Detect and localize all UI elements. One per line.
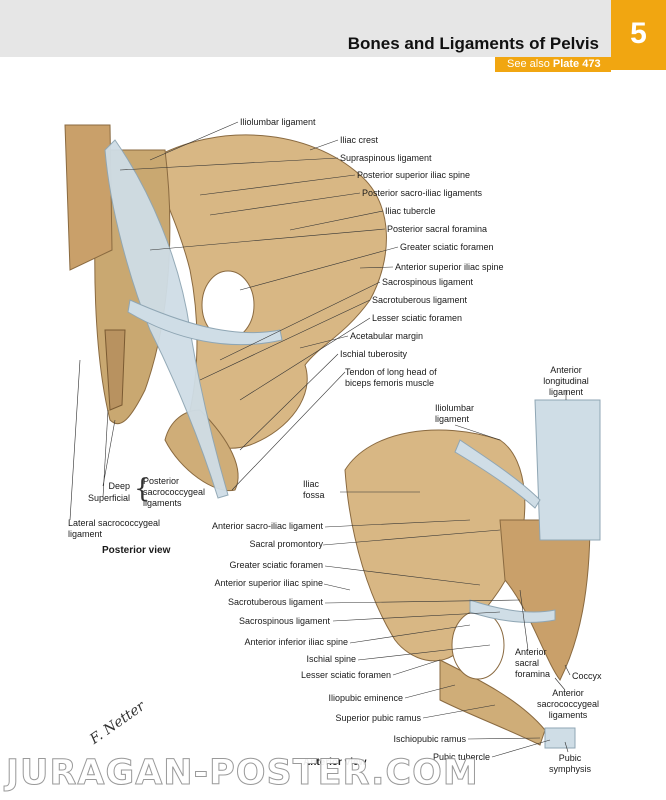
- see-also-reference[interactable]: See also Plate 473: [495, 57, 611, 72]
- watermark: JURAGAN-POSTER.COM: [6, 753, 479, 794]
- label-sacrospinous-ligament-anterior: Sacrospinous ligament: [238, 616, 330, 626]
- anterior-pubis-bone: [439, 659, 546, 746]
- sacrospinous-ligament-anterior: [469, 599, 556, 623]
- label-tendon-biceps-line2: biceps femoris muscle: [345, 378, 435, 388]
- label-anterior-sacro-iliac-ligament: Anterior sacro-iliac ligament: [211, 521, 323, 531]
- label-superficial: Superficial: [87, 493, 130, 503]
- lumbar-vertebrae: [64, 124, 113, 271]
- label-posterior-sacral-foramina: Posterior sacral foramina: [387, 224, 488, 234]
- label-pubic-symphysis-line1: Pubic: [558, 753, 582, 763]
- anterior-view-caption: Anterior view: [303, 757, 367, 768]
- label-sacrospinous-ligament-posterior: Sacrospinous ligament: [382, 277, 474, 287]
- chapter-number: 5: [611, 0, 666, 70]
- label-anterior-longitudinal-line1: Anterior: [550, 365, 582, 375]
- label-lesser-sciatic-foramen-anterior: Lesser sciatic foramen: [300, 670, 391, 680]
- iliolumbar-ligament-anterior: [454, 439, 541, 509]
- see-also-prefix: See also: [507, 58, 550, 70]
- sacrospinous-band: [127, 299, 283, 346]
- label-tendon-biceps-line1: Tendon of long head of: [345, 367, 437, 377]
- label-superior-pubic-ramus: Superior pubic ramus: [335, 713, 421, 723]
- label-anterior-longitudinal-line2: longitudinal: [543, 376, 589, 386]
- posterior-view-illustration: [64, 124, 387, 499]
- label-ischial-tuberosity: Ischial tuberosity: [340, 349, 408, 359]
- label-iliac-crest: Iliac crest: [340, 135, 379, 145]
- label-sacrotuberous-ligament-posterior: Sacrotuberous ligament: [372, 295, 468, 305]
- label-ischial-spine: Ischial spine: [306, 654, 356, 664]
- label-coccyx: Coccyx: [572, 671, 602, 681]
- posterior-leader-lines: [69, 121, 399, 521]
- label-iliac-fossa-line2: fossa: [303, 490, 325, 500]
- label-lateral-sacrococcygeal-line1: Lateral sacrococcygeal: [68, 518, 161, 528]
- anterior-view-illustration: [344, 399, 601, 749]
- label-iliac-tubercle: Iliac tubercle: [385, 206, 436, 216]
- label-greater-sciatic-foramen-anterior: Greater sciatic foramen: [229, 560, 323, 570]
- label-posterior-sacrococcygeal-line3: ligaments: [143, 498, 182, 508]
- label-posterior-sacrococcygeal-line1: Posterior: [143, 476, 180, 486]
- label-iliolumbar-ligament: Iliolumbar ligament: [240, 117, 316, 127]
- label-iliolumbar-anterior-line1: Iliolumbar: [435, 403, 475, 413]
- anterior-longitudinal-ligament: [534, 399, 601, 541]
- page-title: Bones and Ligaments of Pelvis: [347, 34, 599, 53]
- label-anterior-sacrococcygeal-line1: Anterior: [552, 688, 584, 698]
- brace-symbol: {: [134, 474, 151, 504]
- see-also-plate-link[interactable]: Plate 473: [552, 58, 601, 70]
- label-lateral-sacrococcygeal-line2: ligament: [68, 529, 103, 539]
- label-anterior-superior-iliac-spine-posterior: Anterior superior iliac spine: [395, 262, 504, 272]
- label-iliac-fossa-line1: Iliac: [303, 479, 320, 489]
- label-posterior-superior-iliac-spine: Posterior superior iliac spine: [357, 170, 471, 180]
- label-anterior-longitudinal-line3: ligament: [548, 387, 584, 397]
- label-acetabular-margin: Acetabular margin: [350, 331, 424, 341]
- label-greater-sciatic-foramen-posterior: Greater sciatic foramen: [400, 242, 494, 252]
- label-anterior-sacrococcygeal-line3: ligaments: [548, 710, 588, 720]
- header-band: [0, 0, 611, 57]
- label-lesser-sciatic-foramen-posterior: Lesser sciatic foramen: [372, 313, 463, 323]
- obturator-foramen-hole: [451, 610, 505, 680]
- anterior-leader-lines: [322, 390, 571, 758]
- label-sacrotuberous-ligament-anterior: Sacrotuberous ligament: [227, 597, 323, 607]
- label-anterior-sacrococcygeal-line2: sacrococcygeal: [536, 699, 600, 709]
- label-iliopubic-eminence: Iliopubic eminence: [328, 693, 403, 703]
- coccyx-posterior: [104, 329, 126, 411]
- label-iliolumbar-anterior-line2: ligament: [435, 414, 470, 424]
- posterior-ilium-bone: [149, 134, 387, 449]
- label-ischiopubic-ramus: Ischiopubic ramus: [393, 734, 466, 744]
- label-supraspinous-ligament: Supraspinous ligament: [340, 153, 432, 163]
- pubic-symphysis-bone: [544, 727, 576, 749]
- label-deep: Deep: [108, 481, 130, 491]
- label-sacral-promontory: Sacral promontory: [249, 539, 323, 549]
- label-anterior-inferior-iliac-spine: Anterior inferior iliac spine: [244, 637, 348, 647]
- posterior-view-caption: Posterior view: [102, 545, 171, 556]
- label-posterior-sacro-iliac-ligaments: Posterior sacro-iliac ligaments: [362, 188, 483, 198]
- label-anterior-sacral-foramina-line1: Anterior: [515, 647, 547, 657]
- label-pubic-symphysis-line2: symphysis: [548, 764, 591, 774]
- label-posterior-sacrococcygeal-line2: sacrococcygeal: [143, 487, 206, 497]
- label-anterior-sacral-foramina-line2: sacral: [515, 658, 540, 668]
- anterior-sacrum-bone: [499, 519, 591, 681]
- label-anterior-superior-iliac-spine-anterior: Anterior superior iliac spine: [214, 578, 323, 588]
- label-anterior-sacral-foramina-line3: foramina: [515, 669, 551, 679]
- label-pubic-tubercle: Pubic tubercle: [432, 752, 490, 762]
